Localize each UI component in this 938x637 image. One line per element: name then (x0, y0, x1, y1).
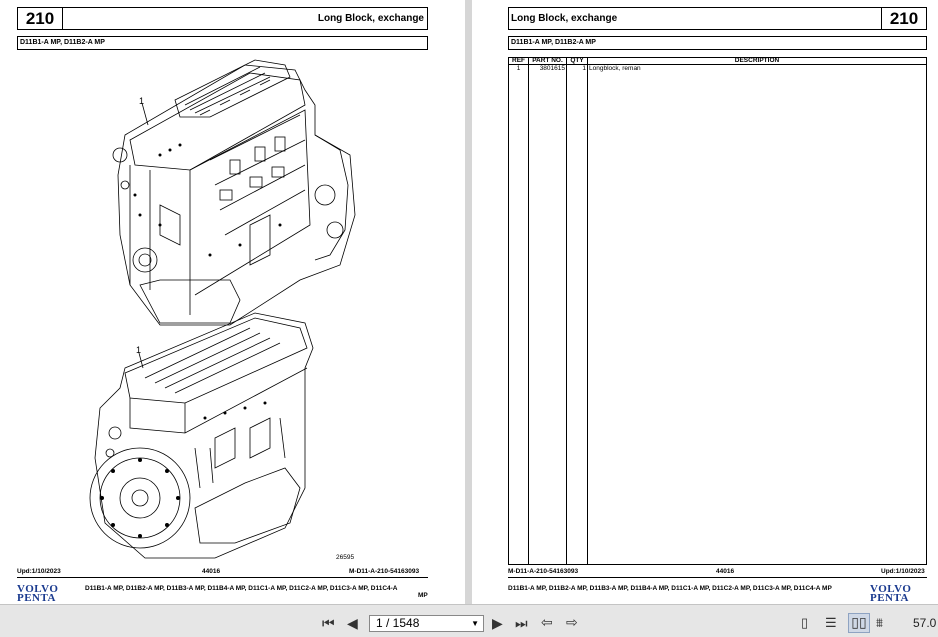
callout-1-top: 1 (139, 96, 145, 106)
model-list: D11B1-A MP, D11B2-A MP (508, 36, 927, 50)
engine-illustration-bottom (89, 312, 314, 559)
footer-divider (17, 577, 428, 578)
two-page-continuous-icon[interactable]: ⩩ (876, 615, 883, 630)
footer-code: 44016 (716, 568, 735, 575)
two-page-icon[interactable]: ▯▯ (848, 613, 870, 633)
cell-part-no: 3801615 (539, 65, 565, 72)
column-header-part-no: PART NO. (528, 57, 567, 65)
footer-models: D11B1-A MP, D11B2-A MP, D11B3-A MP, D11B… (85, 585, 398, 592)
page-title: Long Block, exchange (508, 7, 882, 30)
callout-1-bottom: 1 (136, 345, 142, 355)
footer-date: Upd:1/10/2023 (17, 568, 61, 575)
cell-ref: 1 (516, 65, 521, 72)
page-indicator-select[interactable]: 1 / 1548 ▼ (369, 615, 484, 632)
page-number-box: 210 (17, 7, 63, 30)
cell-qty: 1 (582, 65, 586, 72)
footer-divider (508, 577, 927, 578)
first-page-icon[interactable]: ⏮ (322, 615, 335, 631)
page-number-box: 210 (881, 7, 927, 30)
footer-date: Upd:1/10/2023 (881, 568, 925, 575)
model-list: D11B1-A MP, D11B2-A MP (17, 36, 428, 50)
cell-description: Longblock, reman (589, 65, 641, 72)
back-view-icon[interactable]: ⇦ (541, 614, 553, 630)
left-page: 210 Long Block, exchange D11B1-A MP, D11… (0, 0, 465, 604)
zoom-level[interactable]: 57.0 (913, 616, 937, 630)
footer-doc-id: M-D11-A-210-54163093 (349, 568, 420, 575)
right-page: Long Block, exchange 210 D11B1-A MP, D11… (472, 0, 938, 604)
single-page-icon[interactable]: ▯ (801, 615, 809, 630)
last-page-icon[interactable]: ⏭ (515, 615, 528, 631)
table-row: 1 3801615 1 Longblock, reman (508, 64, 927, 565)
penta-logo-text: PENTA (870, 592, 909, 604)
footer-code: 44016 (202, 568, 221, 575)
next-page-icon[interactable]: ▶ (492, 615, 503, 631)
engine-illustration-top (112, 59, 356, 326)
viewer-toolbar: ⏮ ◀ 1 / 1548 ▼ ▶ ⏭ ⇦ ⇨ ▯ ☰ ▯▯ ⩩ 57.0 (0, 604, 938, 637)
chevron-down-icon: ▼ (471, 619, 479, 628)
parts-table: REF PART NO. QTY DESCRIPTION 1 3801615 1… (508, 57, 927, 565)
page-indicator: 1 / 1548 (376, 616, 420, 630)
footer-models: D11B1-A MP, D11B2-A MP, D11B3-A MP, D11B… (508, 585, 832, 592)
footer-models-tail: MP (418, 592, 428, 599)
continuous-icon[interactable]: ☰ (825, 615, 837, 630)
column-header-ref: REF (508, 57, 529, 65)
illustration-number: 26595 (336, 554, 355, 561)
penta-logo-text: PENTA (17, 592, 56, 604)
column-header-qty: QTY (566, 57, 588, 65)
forward-view-icon[interactable]: ⇨ (566, 614, 578, 630)
column-header-description: DESCRIPTION (587, 57, 927, 65)
footer-doc-id: M-D11-A-210-54163093 (508, 568, 579, 575)
volvo-logo-text: VOLVO (17, 583, 59, 595)
prev-page-icon[interactable]: ◀ (347, 615, 358, 631)
page-title: Long Block, exchange (62, 7, 428, 30)
volvo-logo-text: VOLVO (870, 583, 912, 595)
